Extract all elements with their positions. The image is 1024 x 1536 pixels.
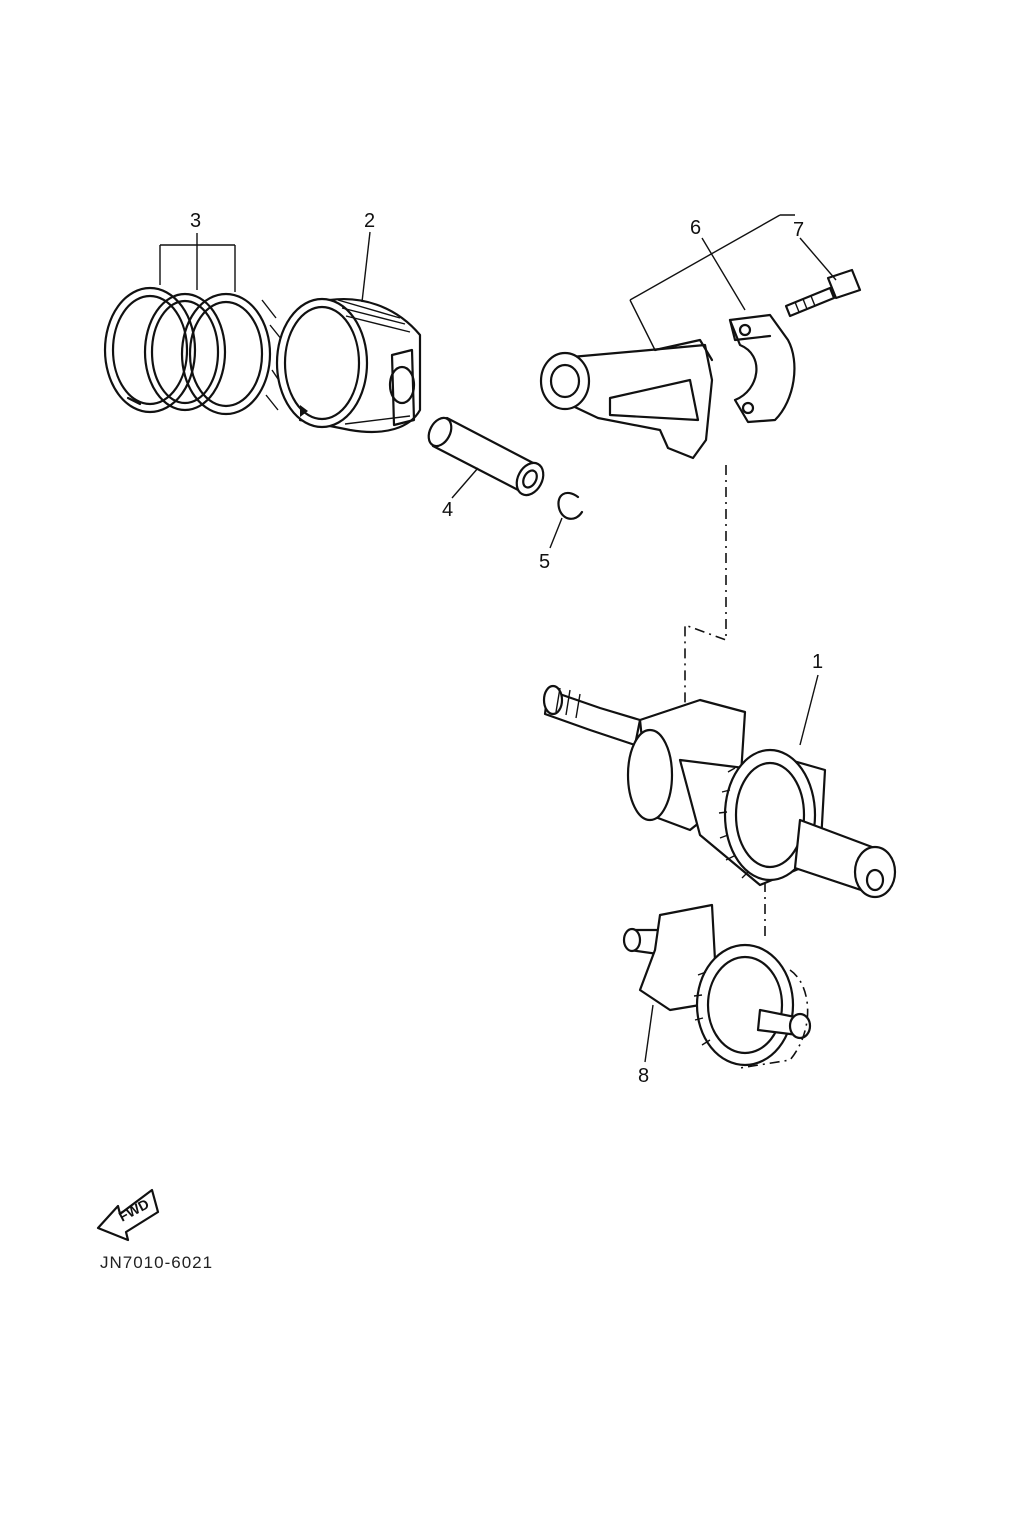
leader-5: [549, 517, 563, 549]
circlip-part[interactable]: [557, 491, 584, 520]
callout-4: 4: [442, 499, 453, 521]
callout-6: 6: [690, 217, 701, 239]
connecting-rod-part[interactable]: [539, 338, 714, 460]
balancer-shaft-part[interactable]: [622, 903, 812, 1069]
leader-7: [799, 237, 837, 281]
leader-3: [159, 233, 236, 292]
assembly-line-rod: [684, 465, 727, 760]
piston-rings-part[interactable]: [103, 286, 285, 416]
drawing-code: JN7010-6021: [100, 1253, 213, 1272]
fwd-arrow-icon: FWD: [96, 1188, 160, 1242]
leader-6: [629, 214, 795, 351]
piston-part[interactable]: [275, 297, 422, 434]
callout-3: 3: [190, 210, 201, 232]
leader-8: [644, 1004, 654, 1063]
leader-2: [361, 231, 371, 303]
callout-7: 7: [793, 219, 804, 241]
callout-2: 2: [364, 210, 375, 232]
bolt-part[interactable]: [784, 268, 862, 318]
rod-cap-part[interactable]: [728, 313, 796, 424]
leader-1: [799, 674, 819, 746]
callout-5: 5: [539, 551, 550, 573]
leader-4: [451, 467, 479, 499]
piston-pin-part[interactable]: [424, 414, 548, 500]
callout-1: 1: [812, 651, 823, 673]
crankshaft-part[interactable]: [542, 684, 897, 899]
callout-8: 8: [638, 1065, 649, 1087]
